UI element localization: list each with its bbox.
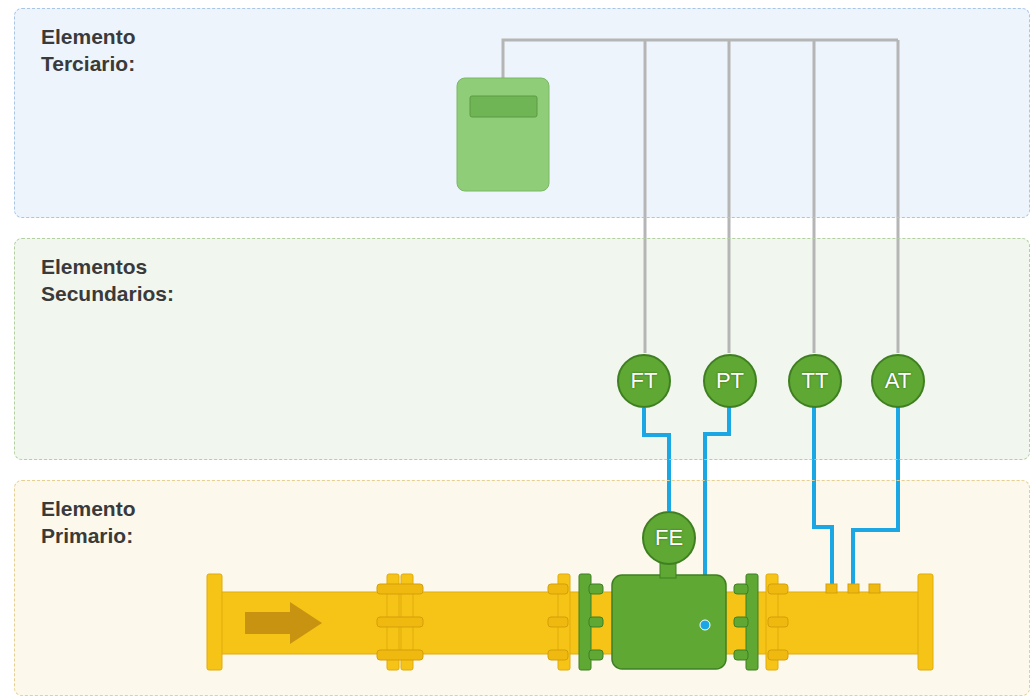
instrument-bubble: PT xyxy=(703,354,757,408)
instrument-bubble: FE xyxy=(642,511,696,565)
level-title: Elemento Terciario: xyxy=(41,23,211,77)
instrument-bubble: AT xyxy=(871,354,925,408)
flow-computer xyxy=(457,78,549,191)
level-band: Elementos Secundarios: FT PT TT AT xyxy=(14,238,1030,460)
instrument-tag: AT xyxy=(885,368,911,394)
meter-body xyxy=(612,575,726,669)
instrument-tag: FE xyxy=(655,525,683,551)
band-ground xyxy=(14,480,1030,696)
display xyxy=(470,96,537,117)
instrument-bubble: TT xyxy=(788,354,842,408)
pipe xyxy=(207,560,933,670)
instrument-tag: TT xyxy=(802,368,829,394)
instrument-tag: PT xyxy=(716,368,744,394)
level-title: Elementos Secundarios: xyxy=(41,253,211,307)
level-title: Elemento Primario: xyxy=(41,495,211,549)
level-band: Elemento Primario: FE xyxy=(14,480,1030,696)
instrument-bubble: FT xyxy=(617,354,671,408)
band-ground xyxy=(14,8,1030,218)
band-ground xyxy=(14,238,1030,460)
instrument-tag: FT xyxy=(631,368,658,394)
level-band: Elemento Terciario: xyxy=(14,8,1030,218)
signal-wires xyxy=(503,40,898,353)
